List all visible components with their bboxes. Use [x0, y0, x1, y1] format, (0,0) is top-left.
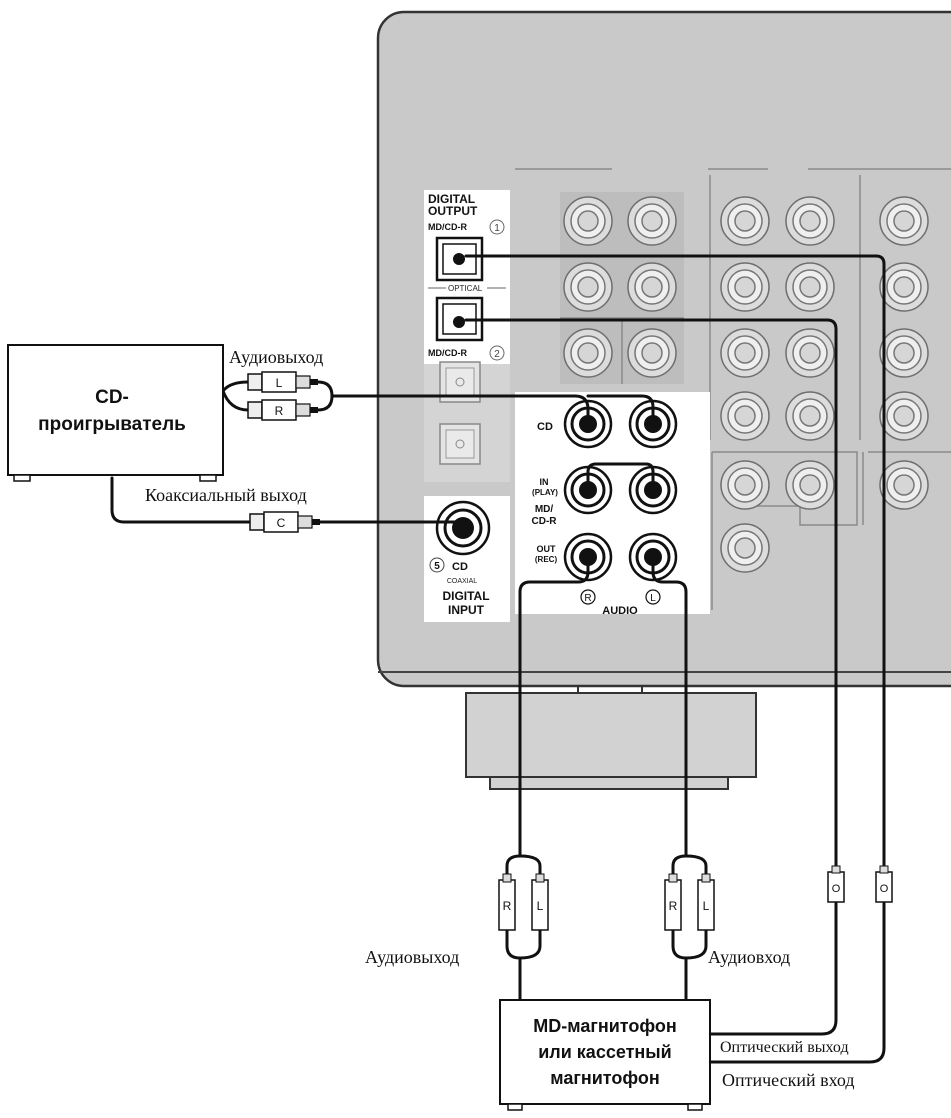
in-label: IN [540, 477, 549, 487]
md-recorder-name-2: или кассетный [538, 1042, 672, 1062]
plug-l-label: L [276, 376, 283, 390]
coaxial-label: COAXIAL [447, 578, 477, 585]
md-label-2: CD-R [532, 516, 558, 527]
md-rec-cable-l [651, 555, 688, 858]
digital-input-title-1: DIGITAL [442, 589, 489, 603]
cd-player[interactable]: CD- проигрыватель [7, 344, 224, 482]
left-marker: L [650, 593, 656, 604]
digital-output-title-1: DIGITAL [428, 192, 475, 206]
digital-output-title-2: OUTPUT [428, 204, 478, 218]
coax-port-label: CD [452, 561, 468, 573]
md-in-plug-l: L [703, 899, 710, 913]
plug-c: C [249, 511, 320, 533]
cd-player-name-2: проигрыватель [38, 414, 186, 435]
coaxial-cable [110, 476, 252, 524]
cd-player-name-1: CD- [95, 387, 129, 408]
cd-audio-cable [330, 394, 590, 426]
plug-l: L [247, 371, 318, 393]
port1-number: 1 [494, 223, 500, 234]
md-audio-in-label: Аудиовход [708, 947, 790, 967]
port2-label: MD/CD-R [428, 348, 467, 358]
md-in-plug-r: R [669, 899, 678, 913]
md-audio-out-label: Аудиовыход [365, 947, 459, 967]
optical-plug-1: O [832, 883, 841, 895]
md-recorder-name-3: магнитофон [550, 1068, 659, 1088]
digital-output-section: DIGITAL OUTPUT MD/CD-R 1 OPTICAL MD/CD-R… [424, 190, 510, 482]
md-label-1: MD/ [535, 504, 554, 515]
digital-input-title-2: INPUT [448, 603, 485, 617]
port1-label: MD/CD-R [428, 222, 467, 232]
optical-plug-2: O [880, 883, 889, 895]
md-out-plug-l: L [537, 899, 544, 913]
md-in-plugs: R L [664, 873, 715, 931]
right-marker: R [584, 593, 591, 604]
optical-cable-in [464, 254, 886, 874]
optical-plugs: O O [827, 865, 893, 903]
cables [110, 254, 886, 1064]
md-recorder-name-1: MD-магнитофон [533, 1016, 676, 1036]
audio-section: CD IN (PLAY) MD/ CD-R OUT (REC) R L AUDI… [515, 392, 710, 617]
out-label: OUT [537, 544, 557, 554]
audio-section-label: AUDIO [602, 605, 638, 617]
digital-input-section: 5 CD COAXIAL DIGITAL INPUT [424, 496, 510, 622]
optical-label: OPTICAL [448, 284, 483, 293]
md-recorder[interactable]: MD-магнитофон или кассетный магнитофон [499, 999, 711, 1111]
play-label: (PLAY) [532, 488, 558, 497]
cd-label: CD [537, 421, 553, 433]
plug-c-label: C [277, 516, 286, 530]
cd-coax-out-label: Коаксиальный выход [145, 485, 307, 505]
cd-audio-out-label: Аудиовыход [229, 347, 323, 367]
md-rec-cable-r [518, 555, 590, 858]
md-out-plugs: R L [498, 873, 549, 931]
md-out-plug-r: R [503, 899, 512, 913]
plug-r-label: R [275, 404, 284, 418]
port2-number: 2 [494, 349, 500, 360]
coax-port-number: 5 [434, 561, 440, 572]
plug-r: R [247, 399, 318, 421]
optical-cable-out [464, 318, 838, 874]
md-optical-out-label: Оптический выход [720, 1039, 849, 1056]
rec-label: (REC) [535, 555, 558, 564]
coaxial-in-port[interactable] [435, 500, 491, 556]
md-optical-in-label: Оптический вход [722, 1070, 855, 1090]
